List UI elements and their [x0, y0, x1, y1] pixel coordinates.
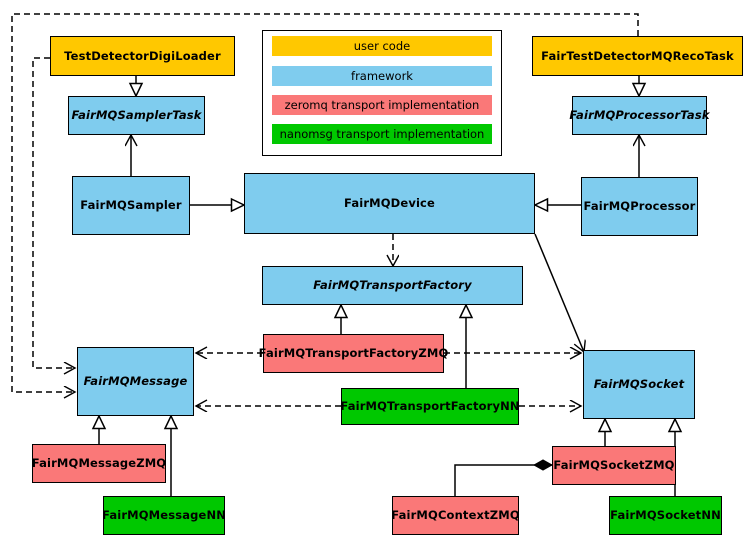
- class-label: FairMQSocketNN: [610, 508, 721, 523]
- class-label: FairMQMessageZMQ: [31, 456, 167, 471]
- legend-label-zeromq: zeromq transport implementation: [284, 98, 480, 112]
- class-box-fairmqsamplertask[interactable]: FairMQSamplerTask: [68, 96, 205, 135]
- class-box-fairmqdevice[interactable]: FairMQDevice: [244, 173, 535, 234]
- class-box-fairmqmessagezmq[interactable]: FairMQMessageZMQ: [32, 444, 166, 483]
- class-label: FairMQTransportFactoryZMQ: [258, 346, 449, 361]
- legend-item-zeromq: zeromq transport implementation: [272, 95, 492, 115]
- class-box-fairmqsocket[interactable]: FairMQSocket: [583, 350, 695, 419]
- legend-label-nanomsg: nanomsg transport implementation: [279, 127, 485, 141]
- class-box-fairmqtransportfactoryzmq[interactable]: FairMQTransportFactoryZMQ: [259, 334, 448, 373]
- legend-item-nanomsg: nanomsg transport implementation: [272, 124, 492, 144]
- class-box-fairmqcontextzmq[interactable]: FairMQContextZMQ: [391, 496, 520, 535]
- class-label: FairMQProcessorTask: [569, 108, 710, 123]
- class-label: FairMQTransportFactoryNN: [340, 399, 520, 414]
- class-label: FairMQSamplerTask: [71, 108, 202, 123]
- class-box-fairmqsocketzmq[interactable]: FairMQSocketZMQ: [552, 446, 676, 485]
- class-label: FairMQMessageNN: [102, 508, 226, 523]
- legend-label-user-code: user code: [353, 39, 411, 53]
- class-label: FairMQProcessor: [583, 199, 696, 214]
- class-label: FairMQSocketZMQ: [553, 458, 675, 473]
- class-box-testdetectordigiloader[interactable]: TestDetectorDigiLoader: [50, 36, 235, 76]
- edge-recotask-message: [11, 13, 639, 392]
- legend-item-framework: framework: [272, 66, 492, 86]
- class-box-fairmqprocessortask[interactable]: FairMQProcessorTask: [569, 96, 710, 135]
- edge-device-socket: [534, 233, 584, 352]
- class-label: TestDetectorDigiLoader: [64, 48, 221, 63]
- class-label: FairMQTransportFactory: [313, 278, 472, 293]
- class-box-fairmqmessagenn[interactable]: FairMQMessageNN: [102, 496, 226, 535]
- legend-label-framework: framework: [351, 69, 413, 83]
- class-box-fairmqmessage[interactable]: FairMQMessage: [77, 347, 194, 416]
- class-box-fairmqtransportfactorynn[interactable]: FairMQTransportFactoryNN: [340, 388, 520, 425]
- class-label: FairTestDetectorMQRecoTask: [541, 48, 734, 63]
- edge-digiloader-message: [32, 57, 75, 368]
- class-label: FairMQMessage: [83, 374, 188, 389]
- edge-contextzmq-socketzmq: [454, 465, 552, 496]
- legend-item-user-code: user code: [272, 36, 492, 56]
- class-box-fairmqprocessor[interactable]: FairMQProcessor: [581, 177, 698, 236]
- class-box-fairtestdetectormqrecotask[interactable]: FairTestDetectorMQRecoTask: [532, 36, 743, 76]
- class-label: FairMQSampler: [80, 198, 182, 213]
- class-box-fairmqsocketnn[interactable]: FairMQSocketNN: [609, 496, 722, 535]
- class-label: FairMQContextZMQ: [391, 508, 520, 523]
- class-box-fairmqsampler[interactable]: FairMQSampler: [72, 176, 190, 235]
- class-label: FairMQDevice: [344, 196, 435, 211]
- class-label: FairMQSocket: [593, 377, 685, 392]
- class-box-fairmqtransportfactory[interactable]: FairMQTransportFactory: [262, 266, 523, 305]
